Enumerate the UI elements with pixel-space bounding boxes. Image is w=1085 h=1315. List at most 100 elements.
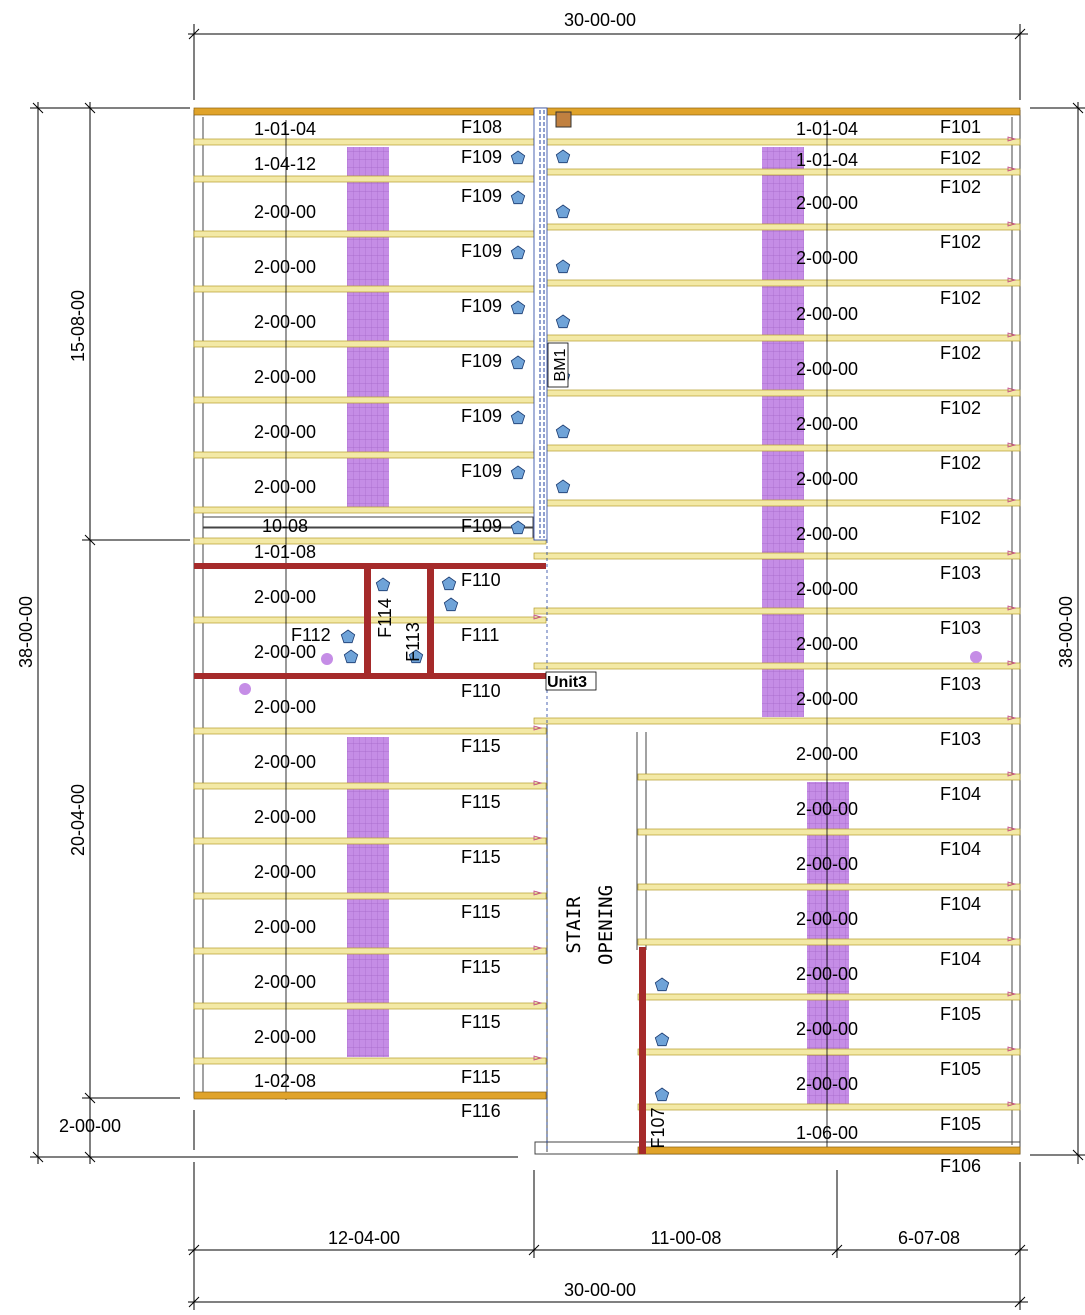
unit-label-box xyxy=(545,671,597,691)
dim-bottom-seg-3: 6-07-08 xyxy=(898,1228,960,1248)
tick-l5 xyxy=(84,1092,96,1104)
tick-b1 xyxy=(188,1244,200,1256)
left-bay-span: 10-08 xyxy=(262,516,308,536)
tick-l3 xyxy=(84,102,96,114)
post-icon xyxy=(555,111,572,128)
special-labels: STAIR OPENING BM1 Unit3 F112 F114 F113 F… xyxy=(239,342,982,1176)
hanger-icon xyxy=(654,1087,670,1102)
tag-f113: F113 xyxy=(403,622,423,662)
right-bay-tag: F104 xyxy=(940,894,981,914)
hangers xyxy=(340,149,670,1102)
hanger-icon xyxy=(654,1032,670,1047)
right-bay-tag: F105 xyxy=(940,1059,981,1079)
hanger-icon xyxy=(555,479,571,494)
left-bay-tag: F109 xyxy=(461,147,502,167)
left-bay-span: 2-00-00 xyxy=(254,642,316,662)
blocking-strip-right-upper xyxy=(762,147,804,717)
beam-stair-red xyxy=(639,947,646,1154)
dim-bottom-seg-1: 12-04-00 xyxy=(328,1228,400,1248)
joist-right-8 xyxy=(533,550,1021,560)
hanger-icon xyxy=(654,977,670,992)
left-bay-span: 2-00-00 xyxy=(254,257,316,277)
dim-top-total: 30-00-00 xyxy=(564,10,636,30)
right-bay-span: 2-00-00 xyxy=(796,1074,858,1094)
right-bay-tag: F102 xyxy=(940,398,981,418)
joist-lower-right-6 xyxy=(637,1101,1021,1111)
blocking-strip-left-upper xyxy=(347,147,389,507)
dimension-labels: 30-00-00 30-00-00 12-04-00 11-00-08 6-07… xyxy=(16,10,1076,1300)
left-bay-span: 1-01-08 xyxy=(254,542,316,562)
joist-right-0 xyxy=(533,136,1021,146)
rim-boards xyxy=(193,107,1021,1155)
tick-b4 xyxy=(1014,1244,1026,1256)
joist-lower-right-3 xyxy=(637,936,1021,946)
right-bay-tag: F102 xyxy=(940,508,981,528)
left-bay-span: 2-00-00 xyxy=(254,697,316,717)
marker-dot-3 xyxy=(970,651,982,663)
tick-bt1 xyxy=(188,1296,200,1308)
right-bay-span: 2-00-00 xyxy=(796,579,858,599)
tick-r1 xyxy=(1072,102,1084,114)
right-bay-tag: F104 xyxy=(940,784,981,804)
tag-f107: F107 xyxy=(648,1107,668,1148)
right-bay-span: 2-00-00 xyxy=(796,854,858,874)
dim-bottom-seg-2: 11-00-08 xyxy=(651,1228,722,1248)
tick-l4 xyxy=(84,534,96,546)
left-bay-span: 2-00-00 xyxy=(254,312,316,332)
left-bay-tag: F115 xyxy=(461,957,501,977)
left-bay-tag: F115 xyxy=(461,847,501,867)
left-bay-span: 2-00-00 xyxy=(254,807,316,827)
upper-left-strip xyxy=(202,516,534,528)
hanger-icon xyxy=(510,410,526,425)
tick-top-right xyxy=(1014,28,1026,40)
beam-vertical-2 xyxy=(427,563,434,679)
hanger-icon xyxy=(510,300,526,315)
right-bay-span: 2-00-00 xyxy=(796,1019,858,1039)
left-bay-tag: F110 xyxy=(461,681,501,701)
rim-bottom-left xyxy=(193,1091,547,1100)
left-bay-span: 2-00-00 xyxy=(254,862,316,882)
left-bay-tag: F115 xyxy=(461,1067,501,1087)
left-bay-tag: F115 xyxy=(461,792,501,812)
joist-left-14 xyxy=(193,945,547,955)
dim-bottom-total: 30-00-00 xyxy=(564,1280,636,1300)
right-bay-span: 2-00-00 xyxy=(796,799,858,819)
joist-lower-right-2 xyxy=(637,881,1021,891)
hanger-icon xyxy=(408,649,424,664)
tick-l1 xyxy=(32,102,44,114)
right-bay-tag: F103 xyxy=(940,729,981,749)
left-bay-span: 1-02-08 xyxy=(254,1071,316,1091)
left-bay-span: 2-00-00 xyxy=(254,752,316,772)
stair-label-line1: STAIR xyxy=(563,896,585,954)
joist-lower-right-4 xyxy=(637,991,1021,1001)
right-bay-span: 2-00-00 xyxy=(796,469,858,489)
left-bay-span: 2-00-00 xyxy=(254,367,316,387)
left-bay-tag: F115 xyxy=(461,736,501,756)
beams xyxy=(194,563,646,1154)
hanger-icon xyxy=(510,245,526,260)
right-bay-tag: F105 xyxy=(940,1004,981,1024)
dimension-ticks xyxy=(32,28,1084,1308)
hanger-icon xyxy=(555,424,571,439)
right-bay-span: 2-00-00 xyxy=(796,909,858,929)
right-bay-span: 2-00-00 xyxy=(796,689,858,709)
left-bay-tag: F108 xyxy=(461,117,502,137)
hanger-icon xyxy=(555,259,571,274)
right-bay-span: 1-06-00 xyxy=(796,1123,858,1143)
joist-left-15 xyxy=(193,1000,547,1010)
hanger-icon xyxy=(510,355,526,370)
left-bay-tag: F115 xyxy=(461,1012,501,1032)
joist-left-8 xyxy=(193,535,547,545)
joist-left-16 xyxy=(193,1055,547,1065)
rim-top xyxy=(193,107,1021,116)
joist-left-0 xyxy=(193,136,547,146)
joist-lower-right-5 xyxy=(637,1046,1021,1056)
right-bay-tag: F104 xyxy=(940,949,981,969)
tag-f116: F116 xyxy=(461,1101,501,1121)
tick-top-left xyxy=(188,28,200,40)
joist-left-13 xyxy=(193,890,547,900)
left-bay-span: 2-00-00 xyxy=(254,477,316,497)
tick-l2 xyxy=(32,1151,44,1163)
left-bay-tag: F109 xyxy=(461,406,502,426)
right-bay-span: 2-00-00 xyxy=(796,964,858,984)
